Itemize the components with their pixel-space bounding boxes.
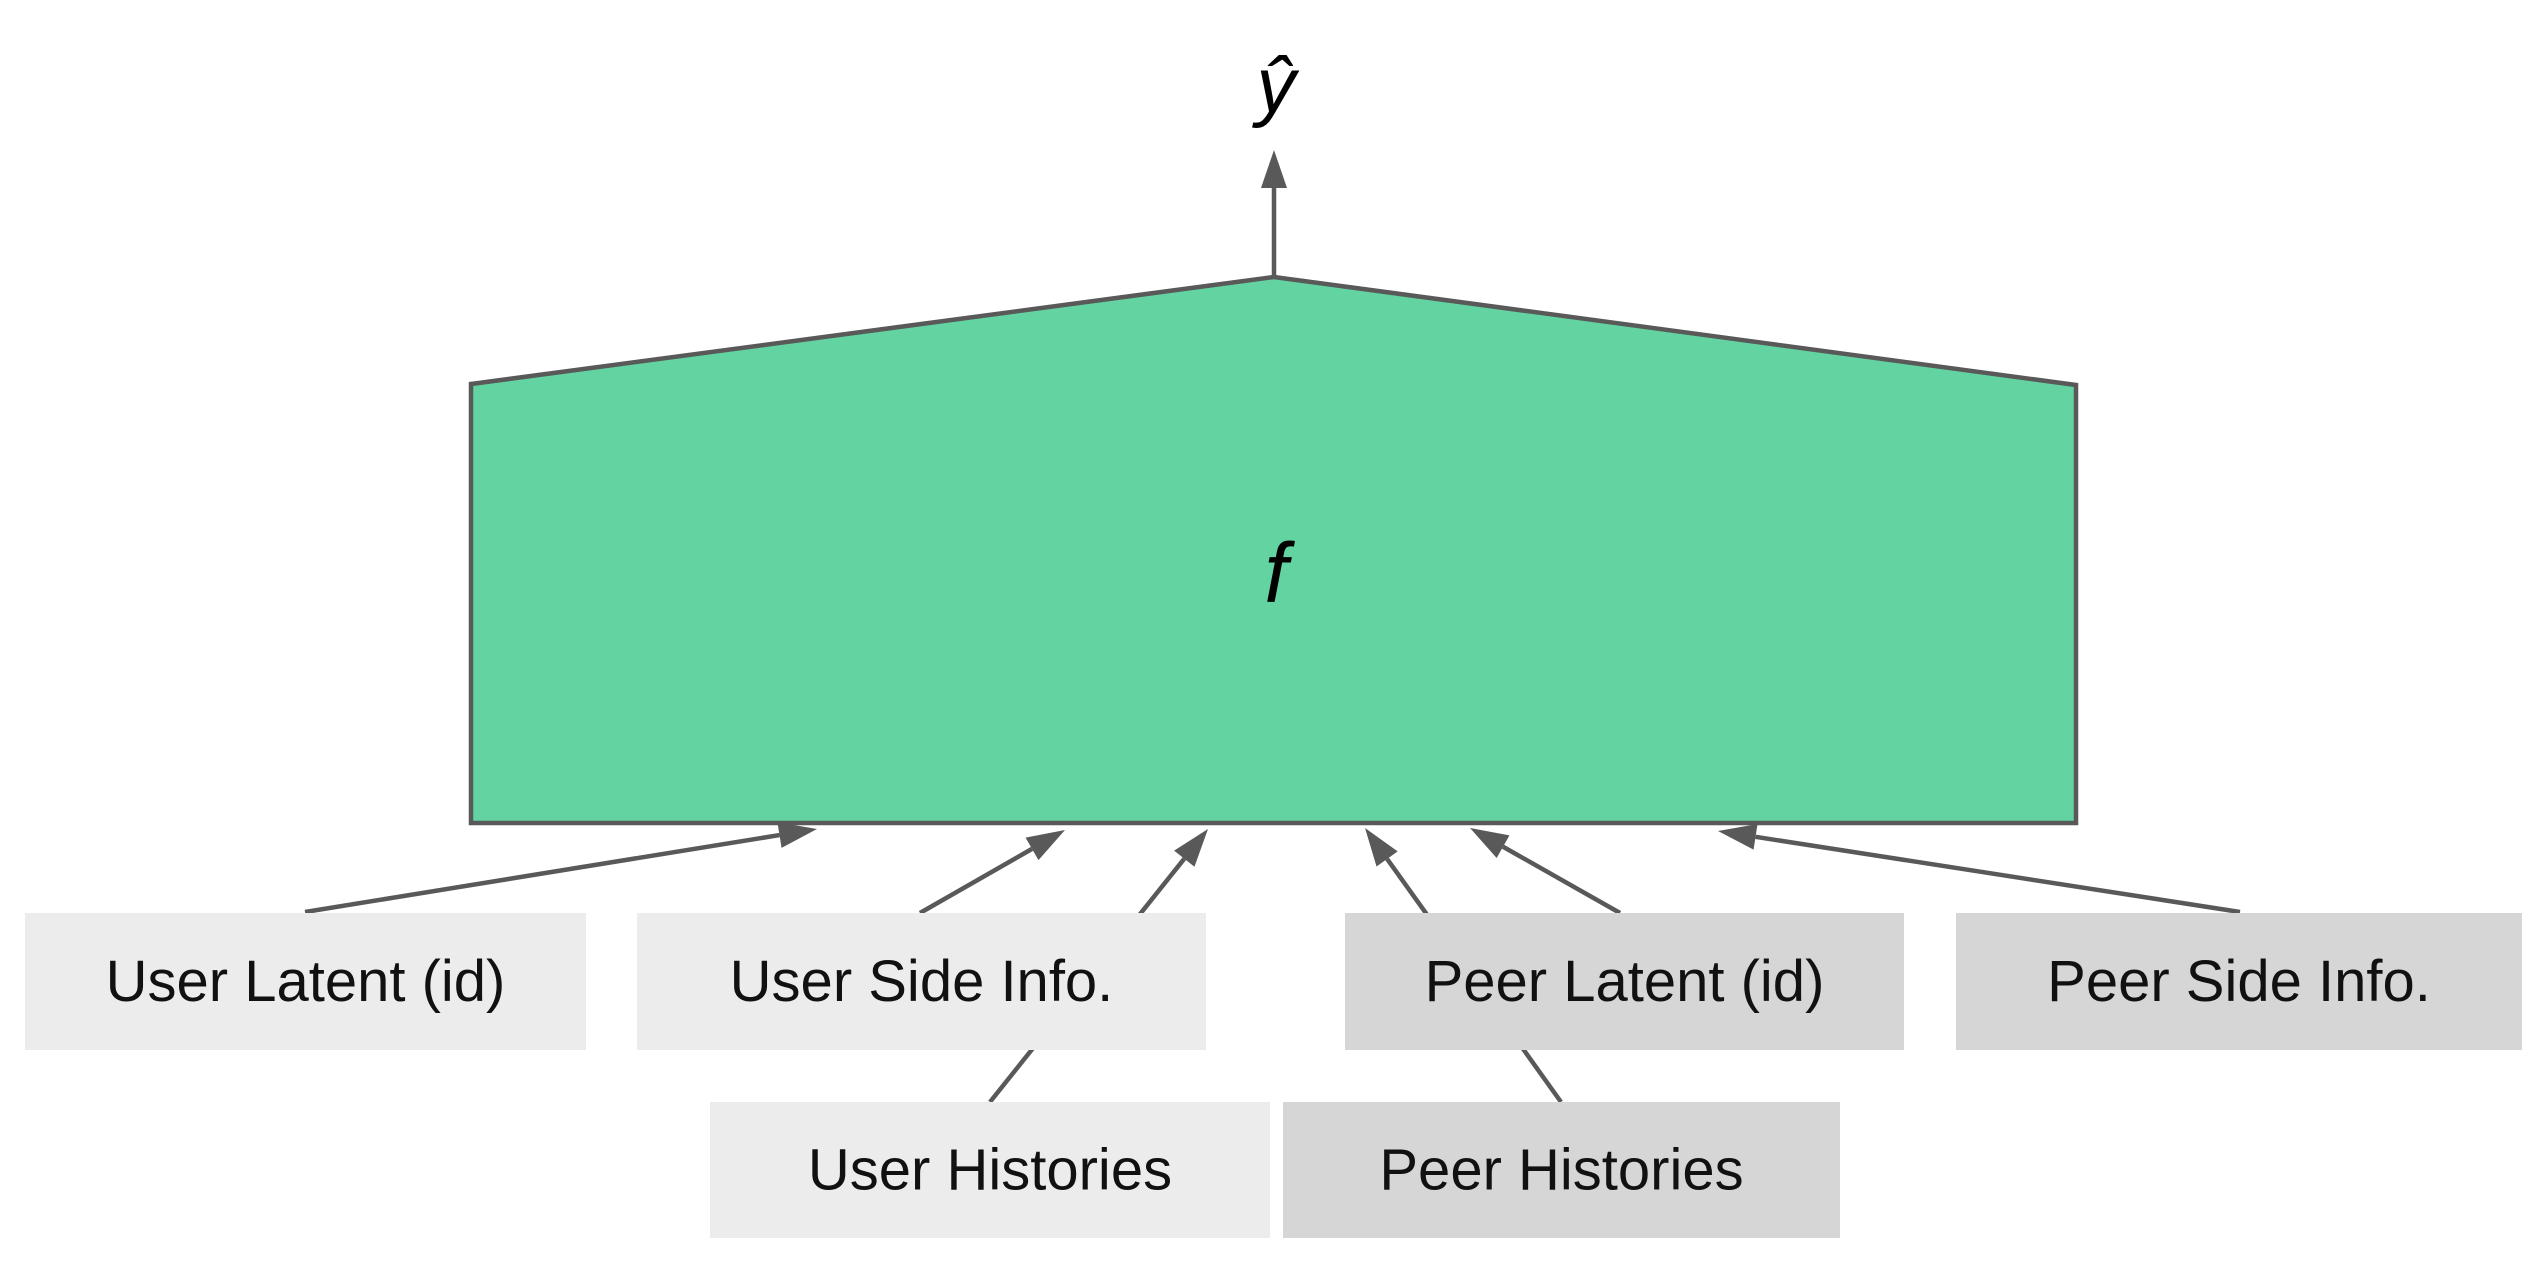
input-box-label-peer-histories: Peer Histories [1379, 1138, 1743, 1203]
arrow-user-latent-to-f-head-icon [777, 822, 817, 848]
input-box-user-histories [710, 1102, 1270, 1238]
arrow-peer-side-info-to-f-head-icon [1718, 823, 1758, 850]
arrow-peer-latent-to-f-head-icon [1470, 828, 1510, 859]
arrow-peer-side-info-to-f-line [1755, 834, 2241, 915]
input-box-label-user-latent: User Latent (id) [106, 949, 506, 1014]
arrow-user-histories-to-f-head-icon [1174, 829, 1208, 867]
input-box-label-peer-side-info: Peer Side Info. [2047, 949, 2431, 1014]
input-box-peer-latent [1345, 913, 1904, 1050]
arrow-user-side-info-to-f-line [918, 846, 1034, 915]
output-label: ŷ [1252, 41, 1300, 129]
function-block-shape [468, 274, 2079, 826]
arrow-user-side-info-to-f-head-icon [1025, 830, 1065, 861]
output-arrow-head-icon [1261, 150, 1287, 188]
input-box-label-user-side-info: User Side Info. [730, 949, 1114, 1014]
arrow-peer-histories-to-f-head-icon [1365, 828, 1398, 867]
input-box-label-user-histories: User Histories [808, 1138, 1172, 1203]
input-box-label-peer-latent: Peer Latent (id) [1425, 949, 1825, 1014]
arrow-user-latent-to-f-line [304, 832, 780, 915]
input-box-user-latent [25, 913, 586, 1050]
arrow-peer-latent-to-f-line [1501, 844, 1622, 915]
input-box-peer-side-info [1956, 913, 2522, 1050]
input-box-peer-histories [1283, 1102, 1840, 1238]
input-box-user-side-info [637, 913, 1206, 1050]
